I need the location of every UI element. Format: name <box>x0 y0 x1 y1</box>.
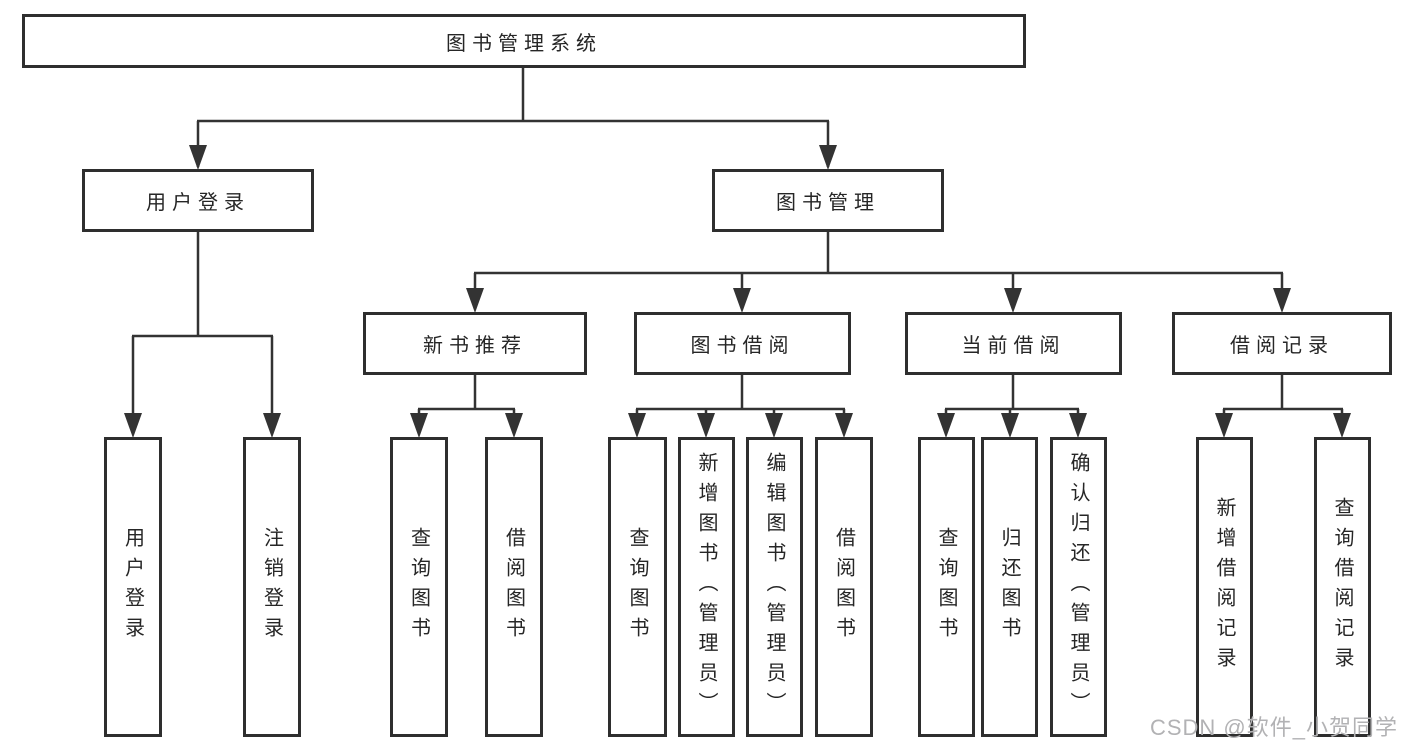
leaf-nb-borrow-book: 借阅图书 <box>485 437 543 737</box>
node-new-book-recommend: 新书推荐 <box>363 312 587 375</box>
node-book-borrow: 图书借阅 <box>634 312 851 375</box>
arrowheads <box>124 145 1351 438</box>
node-root: 图书管理系统 <box>22 14 1026 68</box>
node-user-login: 用户登录 <box>82 169 314 232</box>
csdn-watermark: CSDN @软件_小贺同学 <box>1149 715 1398 740</box>
leaf-br-add-record: 新增借阅记录 <box>1196 437 1253 737</box>
leaf-cb-query-book: 查询图书 <box>918 437 975 737</box>
leaf-user-login: 用户登录 <box>104 437 162 737</box>
leaf-nb-query-book: 查询图书 <box>390 437 448 737</box>
node-book-management: 图书管理 <box>712 169 944 232</box>
node-current-borrow: 当前借阅 <box>905 312 1122 375</box>
leaf-cb-return-book: 归还图书 <box>981 437 1038 737</box>
leaf-bb-edit-book-admin: 编辑图书（管理员） <box>746 437 803 737</box>
leaf-br-query-record: 查询借阅记录 <box>1314 437 1371 737</box>
leaf-bb-borrow-book: 借阅图书 <box>815 437 873 737</box>
node-borrow-record: 借阅记录 <box>1172 312 1392 375</box>
leaf-cb-confirm-return-admin: 确认归还（管理员） <box>1050 437 1107 737</box>
leaf-bb-query-book: 查询图书 <box>608 437 667 737</box>
leaf-logout: 注销登录 <box>243 437 301 737</box>
leaf-bb-add-book-admin: 新增图书（管理员） <box>678 437 735 737</box>
